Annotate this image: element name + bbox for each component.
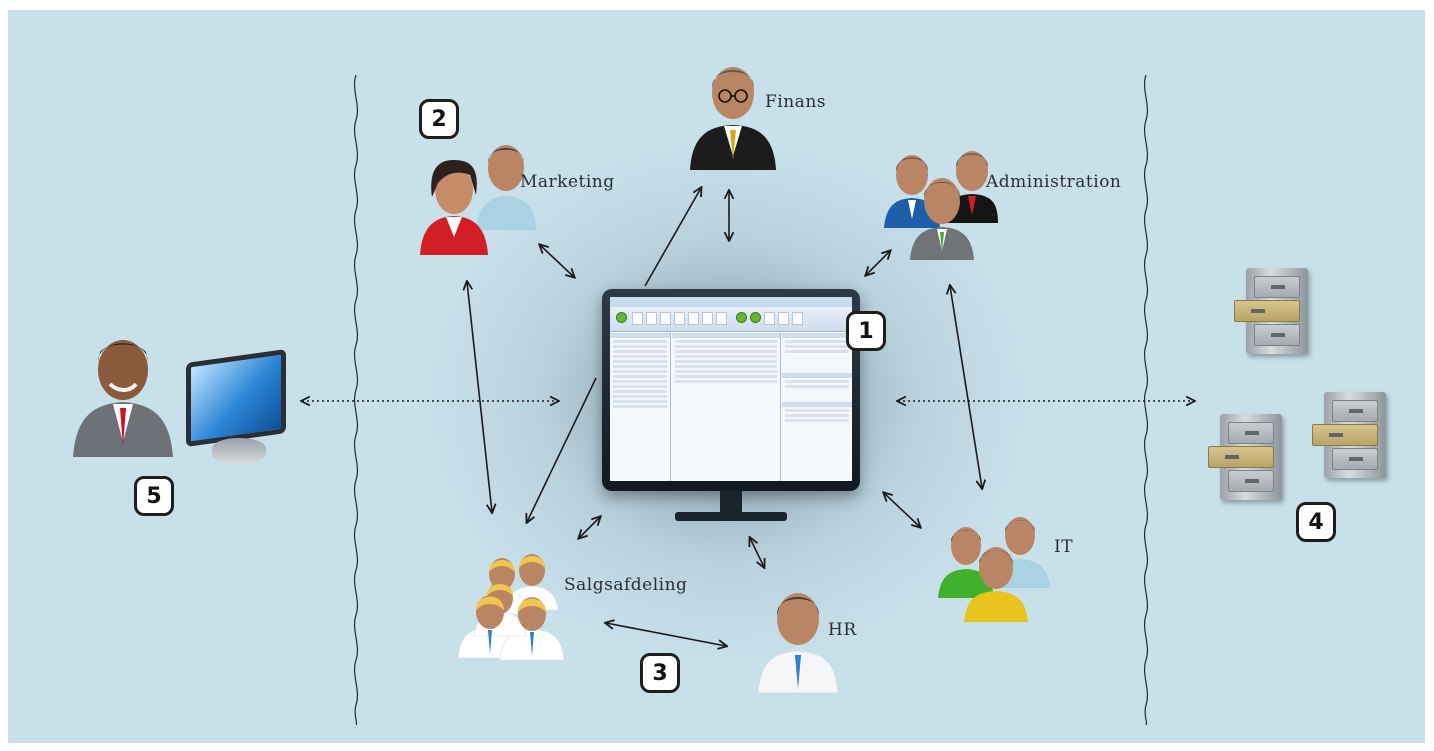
arrow-sales-system <box>579 517 600 538</box>
monitor-stand <box>720 491 742 513</box>
app-titlebar <box>610 297 852 307</box>
app-ribbon <box>610 307 852 332</box>
badge-1: 1 <box>846 311 886 351</box>
arrow-marketing-system <box>540 245 574 277</box>
marketing-icon <box>420 145 536 255</box>
external-user-icon <box>73 340 173 457</box>
administration-icon <box>884 151 998 260</box>
app-detail-pane <box>672 333 781 481</box>
hr-icon <box>757 593 839 694</box>
user-computer-stand <box>212 438 266 464</box>
badge-4: 4 <box>1296 502 1336 542</box>
label-it: IT <box>1054 537 1074 557</box>
filing-cabinet-icon <box>1208 414 1282 500</box>
label-salgsafdeling: Salgsafdeling <box>564 575 688 595</box>
badge-2: 2 <box>419 99 459 139</box>
badge-3: 3 <box>640 653 680 693</box>
label-administration: Administration <box>986 172 1122 192</box>
filing-cabinet-icon <box>1312 392 1386 478</box>
arrow-marketing-sales <box>467 282 492 512</box>
app-list-pane <box>610 333 671 481</box>
left-separator <box>353 74 359 726</box>
finans-icon <box>690 67 776 170</box>
arrow-administration-system <box>866 251 890 275</box>
diagram-canvas: Marketing Finans Administration <box>8 10 1425 743</box>
salgsafdeling-icon <box>457 554 565 661</box>
arrow-system-to-finans <box>644 188 701 287</box>
it-icon <box>938 517 1050 622</box>
badge-5: 5 <box>134 476 174 516</box>
right-separator <box>1143 74 1149 726</box>
label-finans: Finans <box>765 92 826 112</box>
app-side-pane <box>782 333 852 481</box>
user-computer-screen-icon <box>186 348 286 448</box>
label-marketing: Marketing <box>520 172 615 192</box>
monitor-base <box>675 512 787 521</box>
label-hr: HR <box>828 620 857 640</box>
arrow-it-system <box>884 493 920 527</box>
arrow-system-to-sales <box>527 377 597 522</box>
arrow-administration-it <box>950 286 982 488</box>
arrow-sales-hr <box>606 623 726 646</box>
filing-cabinet-icon <box>1234 268 1308 354</box>
connector-layer <box>8 74 1425 726</box>
crm-system-monitor-icon <box>602 289 860 491</box>
arrow-hr-system <box>750 538 764 567</box>
crm-application-screen <box>610 297 852 481</box>
